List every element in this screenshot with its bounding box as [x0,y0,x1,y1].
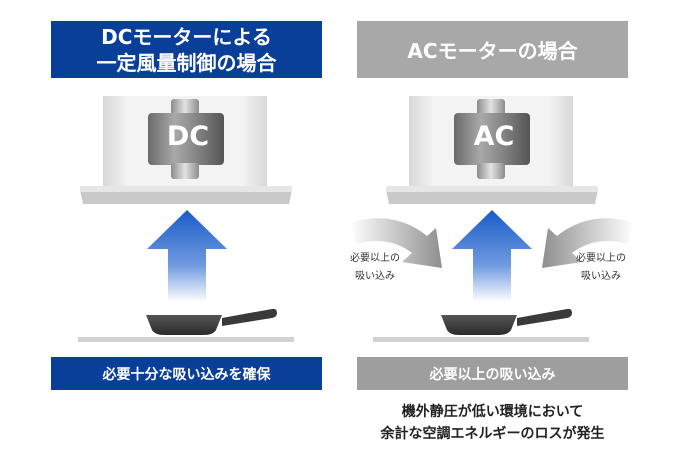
ac-note-line2: 余計な空調エネルギーのロスが発生 [380,426,605,442]
ac-airflow-arrow-icon [452,210,532,302]
ac-title-banner: ACモーターの場合 [357,21,628,78]
ac-side-label-right-line1: 必要以上の [576,253,626,264]
ac-side-label-right: 必要以上の 吸い込み [561,250,641,286]
dc-title-line2: 一定風量制御の場合 [96,50,277,75]
ac-note: 機外静圧が低い環境において 余計な空調エネルギーのロスが発生 [357,401,628,445]
dc-title-banner: DCモーターによる 一定風量制御の場合 [51,21,322,78]
ac-caption-banner: 必要以上の吸い込み [357,357,628,390]
ac-note-line1: 機外静圧が低い環境において [401,404,584,420]
ac-side-label-left-line1: 必要以上の [350,253,400,264]
dc-airflow-arrow-icon [147,210,227,302]
dc-motor-icon [148,99,224,179]
ac-motor-label: AC [473,121,515,152]
dc-stovetop [78,337,294,342]
ac-side-arrow-left-icon [350,218,442,268]
ac-side-label-left: 必要以上の 吸い込み [335,250,415,286]
dc-motor-label: DC [166,121,210,152]
ac-side-label-right-line2: 吸い込み [581,271,621,282]
dc-caption-banner: 必要十分な吸い込みを確保 [51,357,322,390]
ac-frying-pan-icon [441,308,572,335]
dc-caption: 必要十分な吸い込みを確保 [102,366,271,383]
ac-stovetop [373,337,589,342]
ac-title: ACモーターの場合 [407,39,578,63]
dc-title-line1: DCモーターによる [101,24,272,49]
ac-side-arrow-right-icon [542,218,634,268]
dc-frying-pan-icon [146,308,277,335]
ac-caption: 必要以上の吸い込み [429,366,556,383]
ac-side-label-left-line2: 吸い込み [355,271,395,282]
ac-motor-icon [454,99,530,179]
